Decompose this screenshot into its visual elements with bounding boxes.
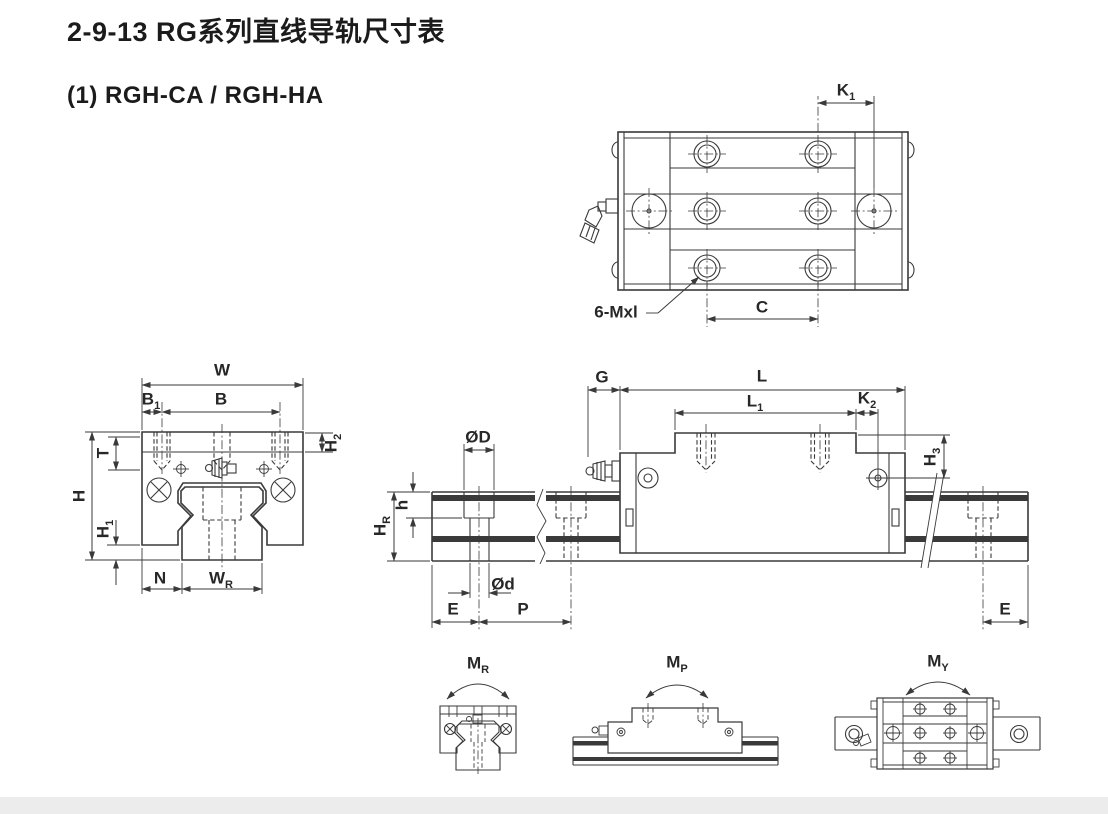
- dim-label-h-small: h: [392, 499, 412, 511]
- side-view-drawing: [387, 386, 1029, 630]
- leader-6mxl: [646, 276, 700, 314]
- dim-k1: [817, 96, 875, 188]
- moment-arrow-mr: [446, 683, 510, 700]
- side-tab: [611, 141, 619, 159]
- rail-break: [536, 488, 547, 565]
- end-reference-holes: [626, 188, 897, 234]
- grease-nipple-my: [853, 733, 872, 747]
- rail-diagonal-break: [920, 472, 938, 569]
- dim-label-b1: B1: [141, 389, 161, 412]
- dim-label-g: G: [595, 367, 609, 387]
- dim-label-e-left: E: [447, 599, 459, 619]
- top-view-drawing: [579, 96, 915, 327]
- dim-label-e-right: E: [999, 599, 1011, 619]
- dim-label-h1: H1: [93, 519, 116, 539]
- rail-hole-section: [463, 486, 495, 630]
- rail-bolt-hole-hidden: [202, 424, 242, 570]
- moment-mp-drawing: [572, 684, 779, 766]
- carriage-block-side: [619, 432, 906, 554]
- block-tapped-holes: [696, 424, 830, 473]
- moment-label-my: MY: [927, 651, 949, 674]
- moment-arrow-my: [905, 681, 971, 696]
- front-view-drawing: [85, 378, 333, 594]
- dim-label-hr: HR: [370, 515, 393, 537]
- side-tab: [907, 261, 915, 279]
- side-tab: [611, 261, 619, 279]
- moment-my-drawing: [834, 681, 1041, 770]
- locating-points: [173, 461, 272, 477]
- dim-label-od-small: Ød: [491, 574, 515, 594]
- rail-hole-hidden-mid: [555, 486, 587, 630]
- side-view-dimensions: [387, 386, 1029, 628]
- dim-label-l1: L1: [746, 391, 764, 414]
- dim-c: [706, 282, 819, 327]
- end-screw: [866, 466, 890, 490]
- dim-label-k2: K2: [857, 388, 877, 411]
- footer-bar: [0, 797, 1108, 814]
- rail-profile: [180, 486, 264, 561]
- dim-label-od: ØD: [465, 427, 491, 447]
- moment-label-mp: MP: [666, 652, 688, 675]
- dim-label-h3: H3: [920, 447, 943, 467]
- dim-label-w: W: [213, 360, 231, 380]
- grease-nipple-front: [204, 457, 237, 479]
- dim-label-wr: WR: [209, 568, 233, 591]
- my-holes: [884, 702, 986, 765]
- dim-label-p: P: [517, 599, 529, 619]
- dim-label-k1: K1: [836, 80, 856, 103]
- section-subtitle: (1) RGH-CA / RGH-HA: [67, 82, 324, 109]
- grease-port: [637, 467, 659, 489]
- mounting-holes: [688, 135, 837, 287]
- dim-label-6mxl: 6-Mxl: [594, 302, 638, 322]
- dim-label-h: H: [69, 489, 89, 503]
- moment-mr-drawing: [439, 683, 517, 774]
- seal-notch: [625, 508, 634, 527]
- grease-nipple-top: [579, 198, 619, 244]
- front-view-dimensions: [85, 378, 333, 594]
- side-tab: [907, 141, 915, 159]
- moment-arrow-mp: [645, 684, 709, 699]
- moment-label-mr: MR: [466, 653, 490, 676]
- dim-label-t: T: [93, 447, 113, 459]
- grease-nipple-side: [585, 460, 621, 482]
- dim-label-c: C: [755, 297, 769, 317]
- dim-label-l: L: [756, 366, 768, 386]
- tapped-holes: [153, 402, 289, 474]
- rail-hole-hidden-right: [967, 486, 999, 630]
- grease-nipple-mini: [591, 725, 609, 736]
- dim-label-b: B: [214, 389, 228, 409]
- dim-label-n: N: [153, 568, 167, 588]
- screw-section-symbols: [146, 477, 296, 503]
- dim-label-h2: H2: [321, 433, 344, 453]
- page-title: 2-9-13 RG系列直线导轨尺寸表: [67, 17, 446, 47]
- seal-notch: [891, 508, 900, 527]
